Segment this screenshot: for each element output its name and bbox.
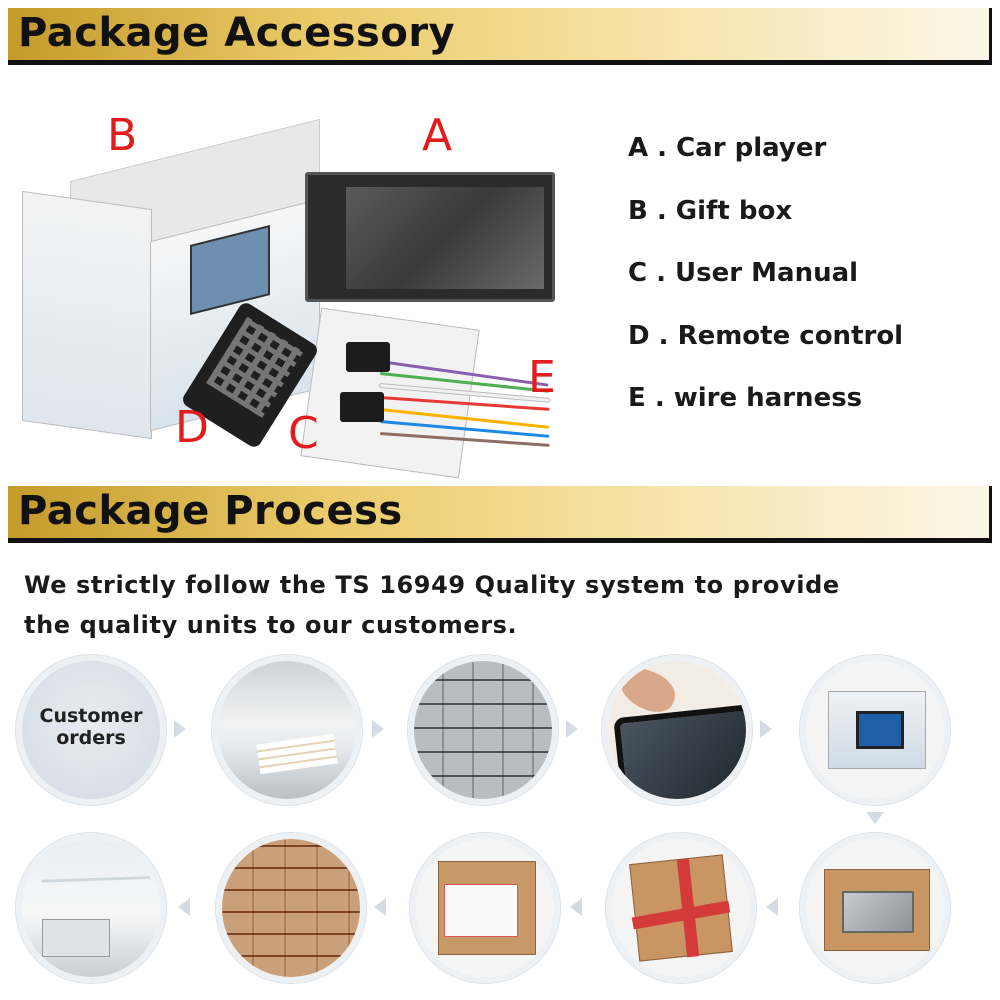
accessory-product-photo: B A E D C: [10, 80, 590, 480]
process-arrow-icon: [566, 720, 578, 738]
accessory-list: A . Car player B . Gift box C . User Man…: [628, 128, 903, 441]
banner-underline: [8, 60, 992, 65]
process-step-shipping-photo: [16, 833, 166, 983]
process-arrow-icon: [178, 898, 190, 916]
car-player-image: [305, 172, 555, 302]
photo-label-e: E: [528, 352, 556, 403]
process-arrow-icon: [372, 720, 384, 738]
process-step-labeled-carton-photo: [410, 833, 560, 983]
photo-label-a: A: [422, 110, 453, 161]
process-description-line-1: We strictly follow the TS 16949 Quality …: [24, 571, 840, 599]
accessory-item-car-player: A . Car player: [628, 133, 827, 163]
process-description-line-2: the quality units to our customers.: [24, 611, 518, 639]
harness-connector: [340, 392, 384, 422]
process-arrow-icon: [866, 812, 884, 824]
banner-underline: [8, 538, 992, 543]
photo-label-b: B: [107, 110, 138, 161]
banner-edge: [989, 486, 992, 543]
banner-gold-bar: [8, 486, 992, 538]
package-process-banner: Package Process: [0, 480, 1000, 544]
process-step-printing-photo: [212, 655, 362, 805]
process-step-open-carton-photo: [800, 833, 950, 983]
accessory-item-user-manual: C . User Manual: [628, 258, 859, 288]
process-step-screen-inspection-photo: [602, 655, 752, 805]
process-arrow-icon: [766, 898, 778, 916]
process-step-taped-carton-photo: [606, 833, 756, 983]
photo-label-c: C: [288, 408, 319, 459]
package-accessory-banner: Package Accessory: [0, 2, 1000, 66]
accessory-item-gift-box: B . Gift box: [628, 195, 793, 226]
process-step-gift-box-photo: [800, 655, 950, 805]
process-description: We strictly follow the TS 16949 Quality …: [24, 565, 924, 645]
section-title-process: Package Process: [18, 488, 403, 534]
process-arrow-icon: [374, 898, 386, 916]
process-arrow-icon: [570, 898, 582, 916]
process-step-customer-orders: Customer orders: [16, 655, 166, 805]
harness-connector: [346, 342, 390, 372]
customer-orders-label: Customer orders: [39, 705, 143, 749]
photo-label-d: D: [175, 402, 209, 453]
accessory-item-remote-control: D . Remote control: [628, 320, 904, 351]
banner-edge: [989, 8, 992, 65]
gift-box-front: [22, 190, 152, 440]
banner-gold-bar: [8, 8, 992, 60]
process-arrow-icon: [760, 720, 772, 738]
process-step-stacked-cartons-photo: [216, 833, 366, 983]
wire-harness-image: [379, 350, 550, 450]
accessory-item-wire-harness: E . wire harness: [628, 383, 863, 413]
process-arrow-icon: [174, 720, 186, 738]
process-step-stock-boxes-photo: [408, 655, 558, 805]
section-title-accessory: Package Accessory: [18, 10, 456, 56]
